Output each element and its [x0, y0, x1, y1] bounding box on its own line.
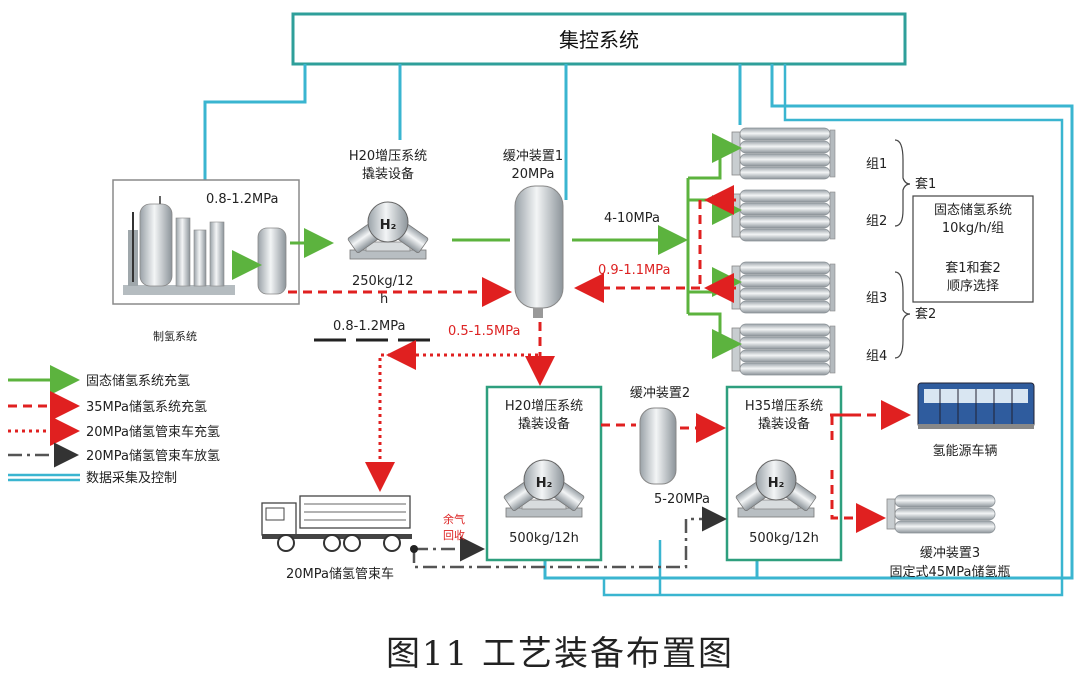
h20-bottom-label-2: 撬装设备 [518, 416, 570, 432]
flow-4-10mpa: 4-10MPa [604, 211, 660, 226]
h20-compressor-bottom[interactable]: H20增压系统 撬装设备 H₂ 500kg/12h [485, 385, 603, 562]
storage-info-box [912, 195, 1034, 303]
info-line-1: 固态储氢系统 [934, 203, 1012, 218]
buffer3-label-2: 固定式45MPa储氢瓶 [890, 565, 1011, 580]
h2-symbol: H₂ [768, 476, 785, 491]
h20-bottom-capacity: 500kg/12h [509, 531, 579, 546]
production-tower [139, 203, 173, 287]
buffer2-label: 缓冲装置2 [630, 386, 690, 401]
legend-item-4: 20MPa储氢管束车放氢 [86, 448, 220, 464]
buffer3-label-1: 缓冲装置3 [920, 546, 980, 561]
h20-top-label-1: H20增压系统 [349, 149, 427, 164]
set-1-label: 套1 [915, 176, 936, 192]
h2-symbol: H₂ [536, 476, 553, 491]
buffer-device-2[interactable]: 缓冲装置2 [630, 386, 690, 485]
group-1-label: 组1 [866, 157, 887, 172]
hydrogen-vehicle[interactable]: 氢能源车辆 [917, 382, 1035, 459]
discharge-node [410, 545, 418, 553]
h35-label-1: H35增压系统 [745, 399, 823, 414]
h20-compressor-top[interactable]: H20增压系统 撬装设备 H₂ 250kg/12 h [346, 149, 430, 307]
buffer-device-3[interactable]: 缓冲装置3 固定式45MPa储氢瓶 [886, 494, 1011, 580]
figure-caption: 图11 工艺装备布置图 [386, 634, 734, 674]
storage-bank-4 [731, 323, 836, 376]
legend-item-5: 数据采集及控制 [86, 470, 177, 486]
production-label: 制氢系统 [153, 329, 197, 343]
group-2-label: 组2 [866, 214, 887, 229]
production-buffer-tank [257, 227, 287, 295]
h35-compressor[interactable]: H35增压系统 撬装设备 H₂ 500kg/12h [725, 385, 843, 562]
group-4-label: 组4 [866, 349, 887, 364]
central-control-box[interactable]: 集控系统 [291, 12, 907, 66]
flow-08-12mpa-low: 0.8-1.2MPa [333, 319, 405, 334]
vehicle-label: 氢能源车辆 [932, 443, 997, 459]
info-line-4: 顺序选择 [947, 279, 999, 294]
tube-trailer-label: 20MPa储氢管束车 [286, 566, 394, 582]
storage-bank-3 [731, 261, 836, 314]
h35-capacity: 500kg/12h [749, 531, 819, 546]
tube-trailer[interactable]: 20MPa储氢管束车 [261, 495, 412, 582]
h20-top-capacity-1: 250kg/12 [352, 274, 414, 289]
buffer1-label-2: 20MPa [512, 167, 555, 182]
recovery-label-1: 余气 [443, 512, 465, 526]
hp-charging-flows [288, 185, 911, 533]
legend-item-1: 固态储氢系统充氢 [86, 373, 190, 389]
storage-bank-1 [731, 127, 836, 180]
storage-bank-2 [731, 189, 836, 242]
h20-bottom-label-1: H20增压系统 [505, 399, 583, 414]
recovery-label-2: 回收 [443, 528, 465, 542]
legend-item-3: 20MPa储氢管束车充氢 [86, 424, 220, 440]
legend-item-2: 35MPa储氢系统充氢 [86, 399, 207, 415]
h35-label-2: 撬装设备 [758, 416, 810, 432]
flow-5-20mpa: 5-20MPa [654, 492, 710, 507]
set-2-label: 套2 [915, 306, 936, 322]
solid-charging-flows [232, 133, 742, 359]
info-line-3: 套1和套2 [945, 260, 1001, 276]
group-3-label: 组3 [866, 291, 887, 306]
buffer1-label-1: 缓冲装置1 [503, 149, 563, 164]
flow-09-11mpa: 0.9-1.1MPa [598, 263, 670, 278]
production-pressure: 0.8-1.2MPa [206, 192, 278, 207]
trailer-discharge-flow [412, 506, 727, 569]
flow-05-15mpa: 0.5-1.5MPa [448, 324, 520, 339]
h20-top-label-2: 撬装设备 [362, 166, 414, 182]
h20-top-capacity-2: h [380, 292, 388, 307]
central-control-label: 集控系统 [559, 28, 639, 52]
h2-symbol: H₂ [380, 218, 397, 233]
buffer-device-1[interactable]: 缓冲装置1 20MPa [503, 149, 564, 318]
legend: 固态储氢系统充氢 35MPa储氢系统充氢 20MPa储氢管束车充氢 20MPa储… [8, 365, 220, 486]
info-line-2: 10kg/h/组 [942, 221, 1004, 236]
solid-storage-banks[interactable]: 组1 组2 组3 组4 套1 套2 固态储氢系统 10kg/h/组 套1和套2 … [731, 127, 1034, 376]
trailer-charging-flow [365, 340, 538, 492]
hydrogen-production-system[interactable]: 0.8-1.2MPa 制氢系统 [112, 179, 300, 343]
